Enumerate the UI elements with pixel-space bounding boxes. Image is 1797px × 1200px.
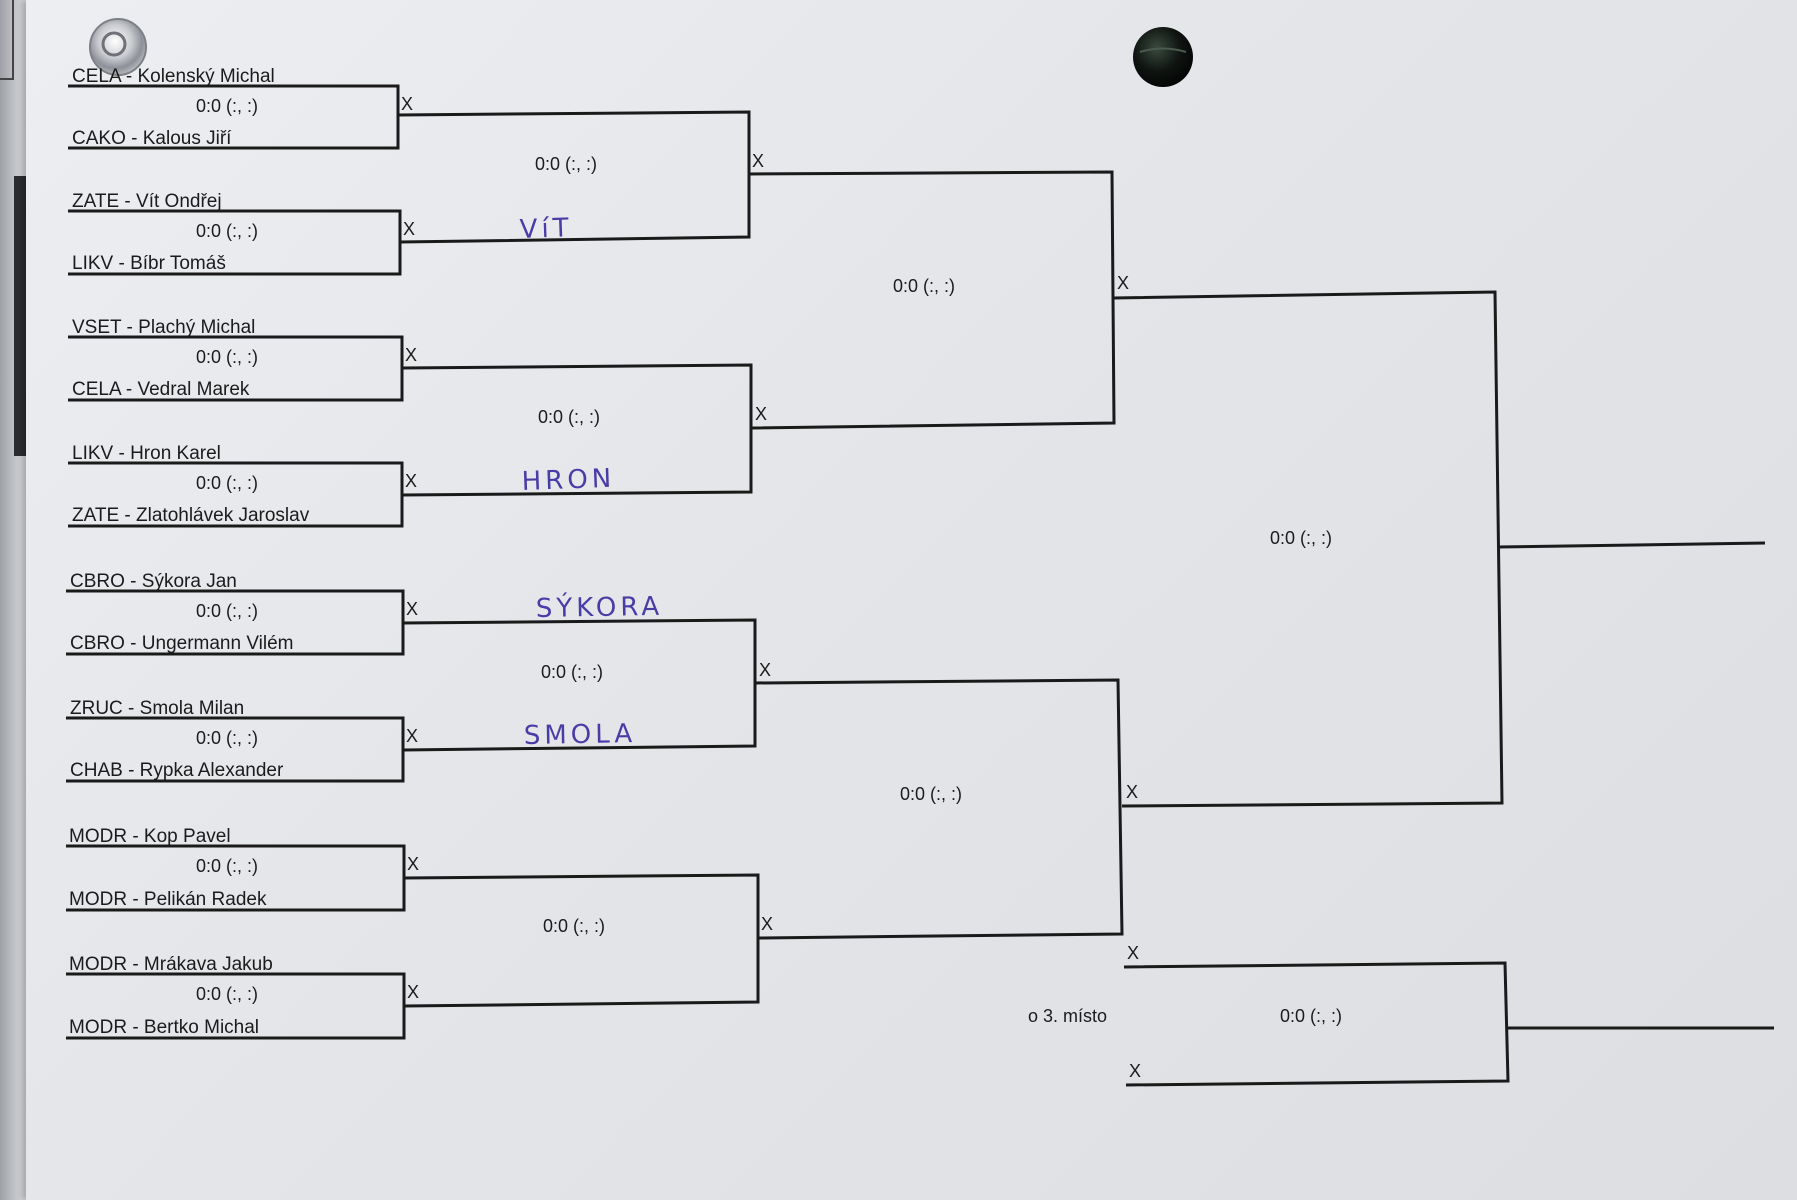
winner-slot-marker: X [401,94,413,114]
player-label: LIKV - Bíbr Tomáš [72,253,226,274]
handwritten-name: VíT [519,213,573,245]
match-score: 0:0 (:, :) [543,916,605,936]
player-label: ZRUC - Smola Milan [70,698,244,719]
player-label: CELA - Vedral Marek [72,379,250,400]
clear-push-pin [89,18,147,76]
player-label: MODR - Pelikán Radek [69,889,267,910]
winner-slot-marker: X [406,599,418,619]
winner-slot-marker: X [405,471,417,491]
match-score: 0:0 (:, :) [196,601,258,621]
player-label: CAKO - Kalous Jiří [72,128,232,149]
match-score: 0:0 (:, :) [196,728,258,748]
third-place-slot-marker: X [1127,943,1139,963]
handwritten-name: SMOLA [524,719,637,751]
match-score: 0:0 (:, :) [541,662,603,682]
handwritten-name: SÝKORA [536,590,664,624]
third-place-lines [1123,961,1774,1087]
round3-lines [748,170,1124,940]
third-place-slot-marker: X [1129,1061,1141,1081]
black-push-pin [1133,27,1193,87]
winner-slot-marker: X [405,345,417,365]
match-score: 0:0 (:, :) [538,407,600,427]
left-paper-edge [0,0,28,1200]
player-label: ZATE - Vít Ondřej [72,191,222,212]
handwritten-name: HRON [521,464,616,497]
player-label: CHAB - Rypka Alexander [70,760,284,781]
player-label: MODR - Kop Pavel [69,826,231,847]
final-lines [1113,290,1766,808]
winner-slot-marker: X [752,151,764,171]
player-label: CBRO - Sýkora Jan [70,571,237,592]
match-score: 0:0 (:, :) [900,784,962,804]
later-round-scores: 0:0 (:, :) 0:0 (:, :) 0:0 (:, :) 0:0 (:,… [535,154,1342,1026]
edge-dark-binder [14,176,28,456]
match-score: 0:0 (:, :) [535,154,597,174]
match-score: 0:0 (:, :) [196,96,258,116]
match-score: 0:0 (:, :) [196,473,258,493]
winner-slot-marker: X [1117,273,1129,293]
player-label: MODR - Bertko Michal [69,1017,259,1038]
slot-markers: X X X X X X X X X X X X X X X X [401,94,1141,1081]
winner-slot-marker: X [755,404,767,424]
edge-bracket-mark [0,0,14,80]
third-place-score: 0:0 (:, :) [1280,1006,1342,1026]
match-score: 0:0 (:, :) [196,221,258,241]
third-place-label: o 3. místo [1028,1006,1107,1026]
player-label: MODR - Mrákava Jakub [69,954,273,975]
player-label: CELA - Kolenský Michal [72,66,275,87]
final-score: 0:0 (:, :) [1270,528,1332,548]
player-label: VSET - Plachý Michal [72,317,255,338]
match-score: 0:0 (:, :) [196,984,258,1004]
winner-slot-marker: X [407,982,419,1002]
winner-slot-marker: X [1126,782,1138,802]
winner-slot-marker: X [403,219,415,239]
match-score: 0:0 (:, :) [196,856,258,876]
match-score: 0:0 (:, :) [893,276,955,296]
handwritten-names: VíT HRON SÝKORA SMOLA [519,213,663,751]
round1-labels: CELA - Kolenský Michal 0:0 (:, :) CAKO -… [69,66,310,1038]
player-label: CBRO - Ungermann Vilém [70,633,294,654]
winner-slot-marker: X [761,914,773,934]
winner-slot-marker: X [407,854,419,874]
match-score: 0:0 (:, :) [196,347,258,367]
winner-slot-marker: X [759,660,771,680]
bracket-sheet [26,0,1797,1200]
round2-lines [397,110,760,1008]
winner-slot-marker: X [406,726,418,746]
player-label: ZATE - Zlatohlávek Jaroslav [72,505,310,526]
player-label: LIKV - Hron Karel [72,443,221,464]
